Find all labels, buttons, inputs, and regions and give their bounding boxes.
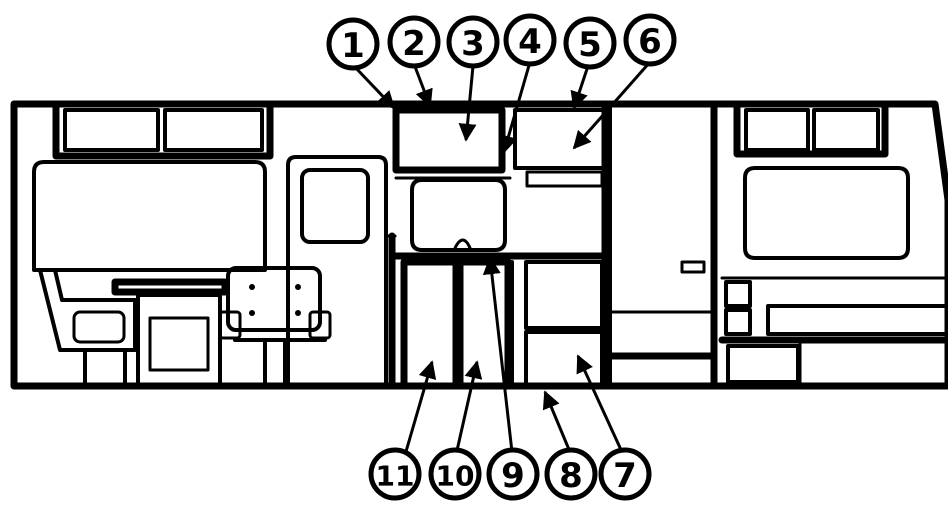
- galley-upper-cabinets: [392, 106, 607, 188]
- callout-8: 8: [544, 447, 598, 501]
- callout-3: 3: [446, 15, 500, 69]
- range-hood: [410, 178, 507, 252]
- refrigerator: [606, 100, 718, 390]
- callout-11: 11: [368, 447, 422, 501]
- callout-11-label: 11: [376, 460, 415, 493]
- callout-8-label: 8: [559, 456, 583, 496]
- callout-10: 10: [428, 447, 482, 501]
- entry-door: [286, 155, 397, 390]
- dinette-back-panel: [32, 160, 267, 272]
- callout-7-label: 7: [613, 456, 637, 496]
- top-leader-lines: [351, 61, 652, 154]
- callout-6: 6: [623, 13, 677, 67]
- callout-2-label: 2: [402, 24, 426, 64]
- callout-9-label: 9: [501, 456, 525, 496]
- callout-5-label: 5: [578, 25, 602, 65]
- rear-bed-panel: [718, 166, 948, 388]
- dinette-table: [111, 278, 229, 387]
- left-dinette-seat: [38, 268, 137, 388]
- callout-10-label: 10: [436, 460, 475, 493]
- callout-4: 4: [503, 13, 557, 67]
- right-upper-cabinets: [733, 100, 889, 158]
- callout-6-label: 6: [638, 22, 662, 62]
- callout-2: 2: [387, 15, 441, 69]
- dinette-chair: [218, 266, 332, 388]
- callout-1: 1: [326, 17, 380, 71]
- callout-7: 7: [598, 447, 652, 501]
- left-upper-cabinets: [52, 100, 274, 160]
- galley-lower-cabinets: [392, 100, 609, 390]
- callout-4-label: 4: [518, 22, 542, 62]
- callout-9: 9: [486, 447, 540, 501]
- callout-3-label: 3: [461, 24, 485, 64]
- callout-5: 5: [563, 16, 617, 70]
- callout-1-label: 1: [341, 26, 365, 66]
- bottom-leader-lines: [403, 256, 624, 456]
